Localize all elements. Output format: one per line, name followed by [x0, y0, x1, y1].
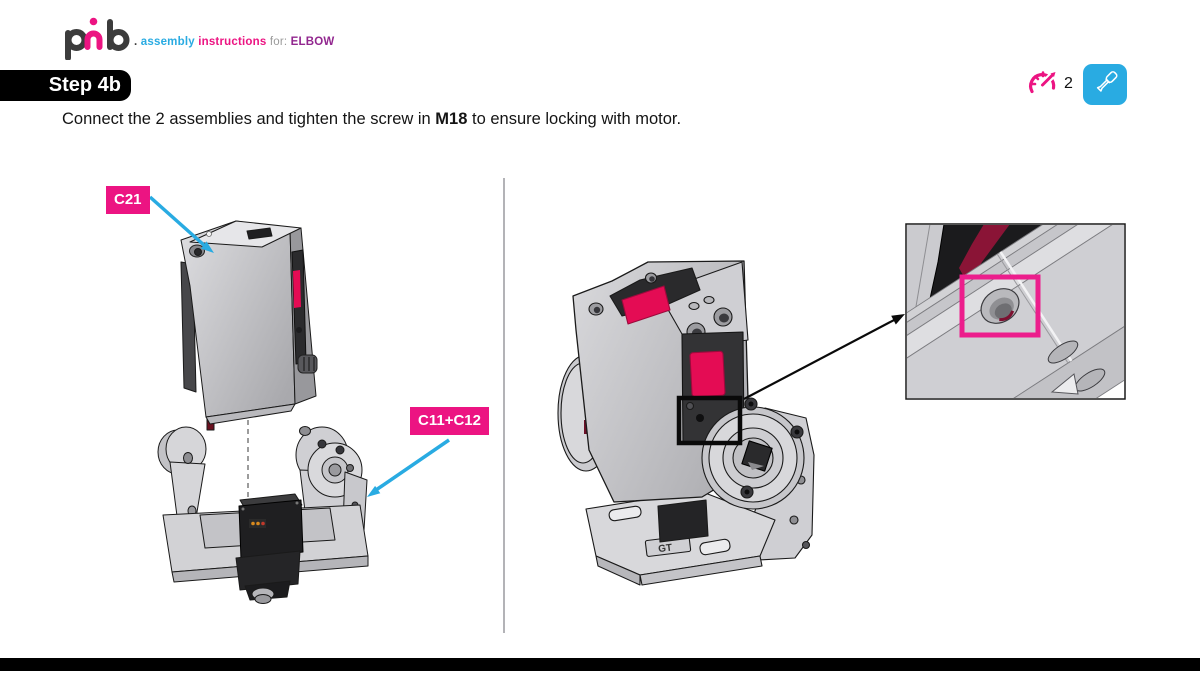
highlight-square: [676, 395, 743, 446]
inset-detail: [907, 225, 1124, 398]
screw-hole-highlight: [959, 274, 1041, 338]
product-name: ELBOW: [290, 36, 335, 48]
tagline-instructions: instructions: [198, 36, 270, 48]
screwdriver-button[interactable]: [1082, 63, 1127, 105]
instruction-prefix: Connect the 2 assemblies and tighten the…: [62, 110, 436, 128]
tagline: . assembly instructions for: ELBOW: [134, 36, 334, 48]
callout-c21-label: C21: [114, 191, 142, 208]
step-banner: Step 4b: [0, 70, 131, 101]
tagline-for: for:: [269, 36, 291, 48]
step-label: Step 4b: [48, 74, 121, 96]
pib-logo: [60, 14, 132, 61]
c11c12-arrow: [367, 438, 450, 497]
detail-arrow: [743, 314, 905, 400]
tagline-assembly: assembly: [140, 36, 199, 48]
upper-assembly: [180, 220, 318, 431]
pib-logo-icon: [65, 17, 130, 61]
screwdriver-icon: [1096, 71, 1118, 92]
callout-c21: C21: [106, 186, 150, 214]
callout-c11c12: C11+C12: [410, 407, 489, 435]
base-engraving: GT: [658, 543, 673, 556]
assembled-unit: GT: [557, 260, 815, 586]
instruction-suffix: to ensure locking with motor.: [467, 110, 682, 128]
c21-arrow: [148, 195, 214, 253]
panel-divider: [503, 178, 505, 633]
callout-c11c12-label: C11+C12: [418, 412, 481, 429]
instruction-text: Connect the 2 assemblies and tighten the…: [62, 110, 962, 129]
part-reference: M18: [435, 110, 468, 128]
tagline-dot: .: [134, 36, 141, 48]
tool-indicators: 2: [1026, 62, 1186, 106]
lower-assembly: [157, 426, 369, 604]
inset-border: [905, 223, 1126, 400]
torque-count: 2: [1064, 75, 1073, 92]
torque-gauge-icon: [1026, 67, 1060, 101]
footer-bar: [0, 658, 1200, 671]
